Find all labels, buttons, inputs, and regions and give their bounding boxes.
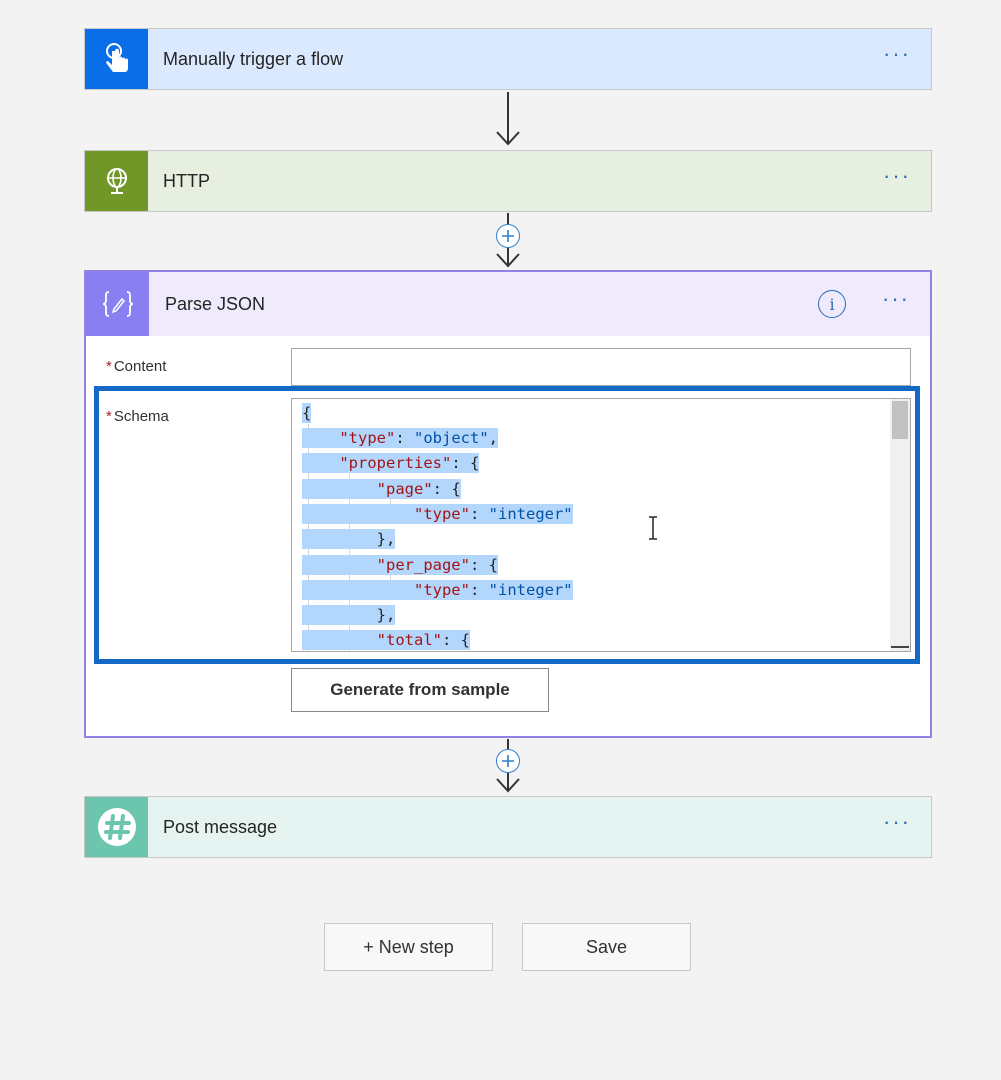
plus-icon [502,755,514,767]
connector-line [507,92,509,144]
scrollbar-thumb[interactable] [892,401,908,439]
step-card-parse-json: Parse JSON i ··· *Content *Schema { "typ… [84,270,932,738]
required-marker: * [106,358,112,375]
globe-icon [85,151,148,211]
step-title: Manually trigger a flow [163,48,344,69]
schema-editor[interactable]: { "type": "object", "properties": { "pag… [291,398,911,652]
more-options-button[interactable]: ··· [883,41,911,66]
generate-from-sample-button[interactable]: Generate from sample [291,668,549,712]
more-options-button[interactable]: ··· [882,286,910,311]
text-cursor-icon [649,516,657,540]
code-line: }, [302,603,396,628]
touch-icon [85,29,148,89]
schema-field-label: *Schema [106,408,169,425]
code-line: "properties": { [302,451,480,476]
step-title: Post message [163,816,278,837]
content-input[interactable] [291,348,911,386]
schema-label-text: Schema [113,408,169,425]
insert-step-plus-button[interactable] [496,224,520,248]
schema-scrollbar[interactable] [890,399,910,651]
content-field-label: *Content [106,358,166,375]
step-card-manual-trigger[interactable]: Manually trigger a flow ··· [84,28,932,90]
more-options-button[interactable]: ··· [883,809,911,834]
code-line: "total": { [302,628,470,651]
step-title: Parse JSON [165,293,266,314]
arrow-down-icon [496,253,520,268]
arrow-down-icon [496,131,520,146]
code-line: "per_page": { [302,553,498,578]
json-braces-icon [86,272,149,336]
more-options-button[interactable]: ··· [883,163,911,188]
required-marker: * [106,408,112,425]
code-line: { [302,403,312,423]
plus-icon [502,230,514,242]
content-label-text: Content [113,358,167,375]
step-title: HTTP [163,170,210,191]
save-button[interactable]: Save [522,923,691,971]
slack-hash-icon [85,797,148,857]
insert-step-plus-button[interactable] [496,749,520,773]
code-line: "type": "object", [302,426,498,451]
new-step-button[interactable]: + New step [324,923,493,971]
code-line: }, [302,527,396,552]
code-line: "type": "integer" [302,578,573,603]
code-line: "type": "integer" [302,502,573,527]
step-card-post-message[interactable]: Post message ··· [84,796,932,858]
arrow-down-icon [496,778,520,793]
info-icon[interactable]: i [818,290,846,318]
parse-json-header[interactable]: Parse JSON i ··· [86,272,930,336]
step-card-http[interactable]: HTTP ··· [84,150,932,212]
code-line: "page": { [302,477,461,502]
scroll-end-marker[interactable] [891,646,909,648]
